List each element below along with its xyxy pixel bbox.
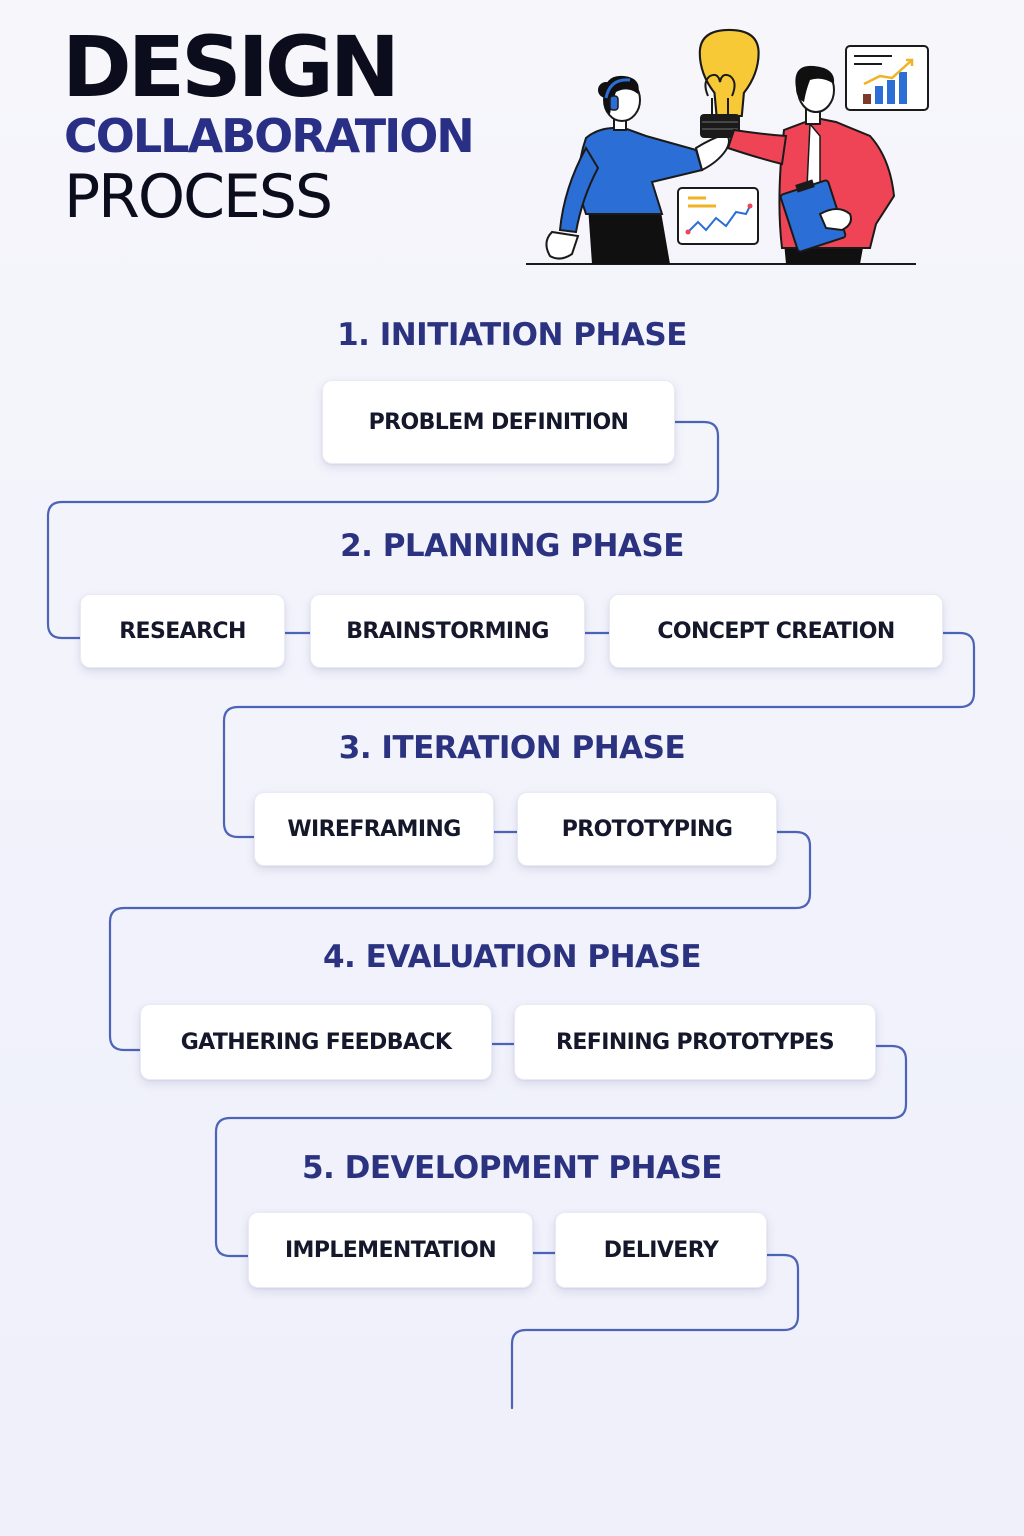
- step-box-implementation: IMPLEMENTATION: [248, 1212, 533, 1288]
- step-box-research: RESEARCH: [80, 594, 285, 668]
- line-chart-card-icon: [677, 187, 759, 245]
- title-collaboration: COLLABORATION: [64, 109, 475, 163]
- step-label: WIREFRAMING: [287, 816, 461, 842]
- phase-title-planning: 2. PLANNING PHASE: [340, 528, 684, 564]
- step-label: IMPLEMENTATION: [284, 1237, 497, 1263]
- phase-title-iteration: 3. ITERATION PHASE: [338, 730, 686, 766]
- step-box-refining-prototypes: REFINING PROTOTYPES: [514, 1004, 876, 1080]
- man-figure-icon: [726, 65, 896, 264]
- woman-figure-icon: [545, 75, 730, 264]
- phase-title-development: 5. DEVELOPMENT PHASE: [301, 1150, 723, 1186]
- step-label: PROTOTYPING: [561, 816, 733, 842]
- title-process: PROCESS: [64, 162, 333, 232]
- title-design: DESIGN: [62, 18, 400, 116]
- step-label: CONCEPT CREATION: [657, 618, 895, 644]
- lightbulb-icon: [698, 28, 760, 138]
- step-label: DELIVERY: [603, 1237, 719, 1263]
- step-box-gathering-feedback: GATHERING FEEDBACK: [140, 1004, 492, 1080]
- step-label: RESEARCH: [119, 618, 246, 644]
- step-box-wireframing: WIREFRAMING: [254, 792, 494, 866]
- phase-title-initiation: 1. INITIATION PHASE: [337, 317, 687, 353]
- step-box-delivery: DELIVERY: [555, 1212, 767, 1288]
- step-box-prototyping: PROTOTYPING: [517, 792, 777, 866]
- phase-title-evaluation: 4. EVALUATION PHASE: [322, 939, 702, 975]
- step-label: REFINING PROTOTYPES: [556, 1029, 835, 1055]
- step-box-brainstorming: BRAINSTORMING: [310, 594, 585, 668]
- step-label: PROBLEM DEFINITION: [368, 409, 629, 435]
- step-box-concept-creation: CONCEPT CREATION: [609, 594, 943, 668]
- step-box-problem-definition: PROBLEM DEFINITION: [322, 380, 675, 464]
- collaboration-illustration-icon: [526, 28, 929, 265]
- growth-chart-icon: [845, 45, 929, 111]
- step-label: GATHERING FEEDBACK: [180, 1029, 452, 1055]
- step-label: BRAINSTORMING: [346, 618, 549, 644]
